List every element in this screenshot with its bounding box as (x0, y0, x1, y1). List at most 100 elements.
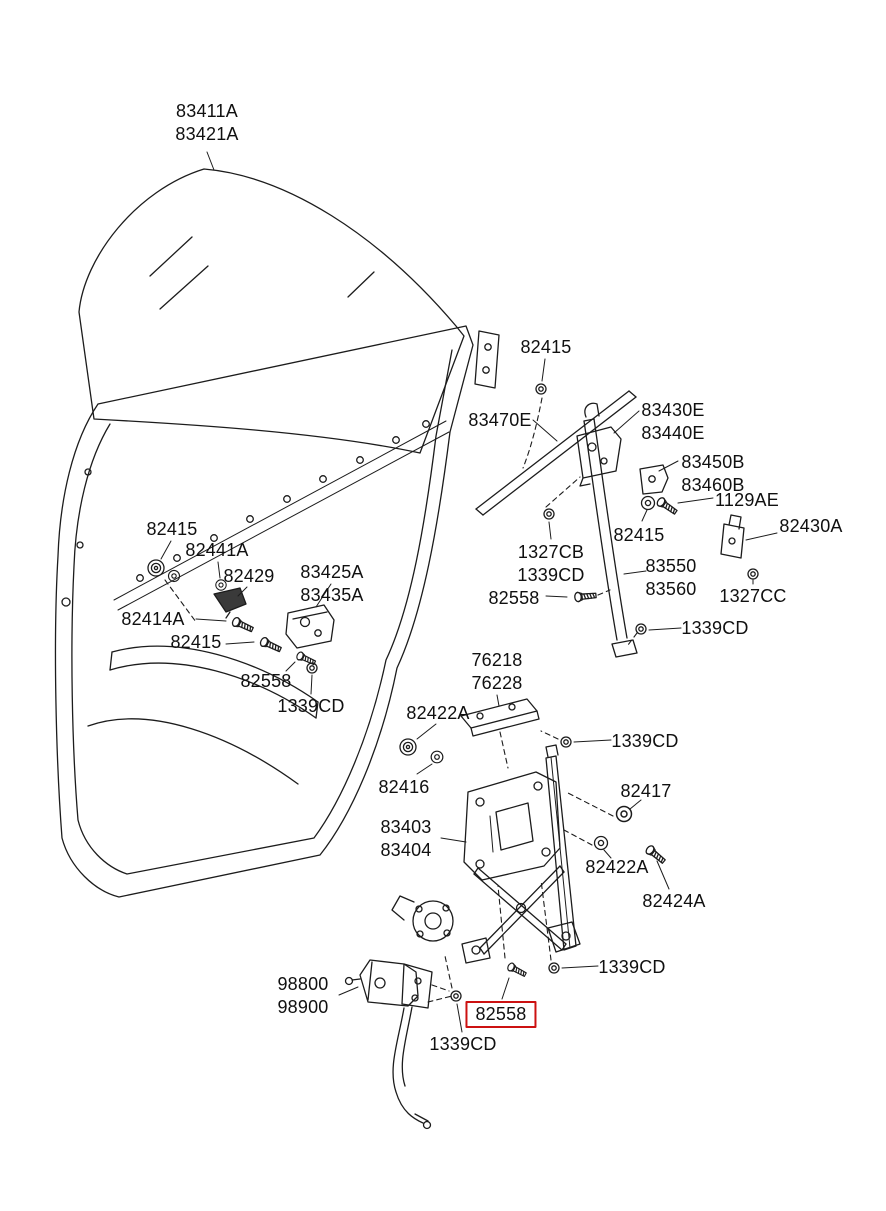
part-label-82430A[interactable]: 82430A (779, 515, 842, 538)
part-number-text: 82415 (613, 525, 665, 545)
nut-1339CD-right (627, 623, 682, 646)
part-label-82417[interactable]: 82417 (620, 780, 671, 803)
bolt-82558-mid-right (545, 589, 611, 603)
part-label-83470E[interactable]: 83470E (468, 409, 531, 432)
part-number-text: 1339CD (429, 1034, 497, 1054)
nut-1327CC (747, 568, 759, 585)
part-label-83403-83404[interactable]: 83403 83404 (380, 816, 431, 862)
bolt-82424A (643, 843, 670, 890)
bolt-82414A (195, 615, 255, 635)
part-label-1339CD[interactable]: 1339CD (429, 1033, 496, 1056)
part-number-text: 82429 (223, 566, 275, 586)
part-number-text: 83404 (380, 840, 432, 860)
part-number-text: 82415 (170, 632, 222, 652)
bolt-82558-highlighted (501, 961, 528, 1000)
bracket-83450B (639, 460, 679, 495)
part-label-82415[interactable]: 82415 (613, 524, 664, 547)
washer-82422A-lower (563, 829, 612, 859)
part-label-83450B-83460B[interactable]: 83450B 83460B (681, 451, 744, 497)
part-label-1129AE[interactable]: 1129AE (715, 489, 779, 512)
part-number-text: 1339CD (598, 957, 666, 977)
part-number-text: 76218 (471, 650, 523, 670)
nut-82415-top (522, 358, 547, 469)
part-number-text: 82558 (240, 671, 292, 691)
part-label-98800-98900[interactable]: 98800 98900 (277, 973, 328, 1019)
part-number-text: 83421A (175, 124, 239, 144)
part-number-text: 83450B (681, 452, 745, 472)
washer-82417 (565, 791, 642, 823)
washer-82441A (215, 561, 227, 591)
bolt-82558-left (285, 650, 318, 672)
washer-82415-right (640, 495, 656, 522)
part-label-1339CD[interactable]: 1339CD (598, 956, 665, 979)
part-label-82415[interactable]: 82415 (170, 631, 221, 654)
part-number-text: 82415 (520, 337, 572, 357)
part-number-text: 83550 (645, 556, 697, 576)
part-number-text: 83560 (645, 579, 697, 599)
part-number-text: 82422A (585, 857, 649, 877)
part-label-82422A[interactable]: 82422A (585, 856, 648, 879)
nut-1339CD-left (306, 662, 318, 695)
grommet-82422A-upper (399, 723, 444, 775)
part-label-82416[interactable]: 82416 (378, 776, 429, 799)
window-glass (78, 151, 465, 454)
channel-rail-83550 (583, 402, 647, 658)
part-label-82558[interactable]: 82558 (240, 670, 291, 693)
part-number-text: 83440E (641, 423, 705, 443)
bolt-82415-lower-left (225, 635, 283, 655)
part-number-text: 83425A (300, 562, 364, 582)
bolt-1129AE (655, 495, 714, 517)
part-number-text: 98800 (277, 974, 329, 994)
part-number-text: 83411A (176, 101, 238, 121)
part-label-1327CC[interactable]: 1327CC (719, 585, 786, 608)
part-label-82558[interactable]: 82558 (488, 587, 539, 610)
part-label-1339CD[interactable]: 1339CD (681, 617, 748, 640)
part-number-text: 98900 (277, 997, 329, 1017)
part-number-text: 1129AE (715, 490, 779, 510)
part-number-text: 82558 (488, 588, 540, 608)
part-number-text: 82417 (620, 781, 672, 801)
part-number-text: 1339CD (277, 696, 345, 716)
hinge-bracket-83425A (285, 583, 335, 649)
part-label-82422A[interactable]: 82422A (406, 702, 469, 725)
window-regulator-83403 (391, 744, 581, 964)
part-number-text: 83435A (300, 585, 364, 605)
part-number-text: 82415 (146, 519, 198, 539)
nut-1339CD-lower-right (548, 962, 599, 974)
part-label-82415[interactable]: 82415 (520, 336, 571, 359)
nut-1339CD-bottom (444, 955, 463, 1033)
part-label-82558[interactable]: 82558 (465, 1001, 537, 1028)
part-label-76218-76228[interactable]: 76218 76228 (471, 649, 522, 695)
part-label-82441A[interactable]: 82441A (185, 539, 248, 562)
part-label-82424A[interactable]: 82424A (642, 890, 705, 913)
part-number-text: 83430E (641, 400, 705, 420)
part-label-83550-83560[interactable]: 83550 83560 (645, 555, 696, 601)
part-label-1339CD[interactable]: 1339CD (611, 730, 678, 753)
part-label-1327CB-1339CD[interactable]: 1327CB 1339CD (517, 541, 584, 587)
part-number-text: 83470E (468, 410, 532, 430)
part-number-text: 83403 (380, 817, 432, 837)
part-number-text: 76228 (471, 673, 523, 693)
part-label-83425A-83435A[interactable]: 83425A 83435A (300, 561, 363, 607)
part-number-text: 1327CB (517, 542, 585, 562)
part-number-text: 1327CC (719, 586, 787, 606)
door-inner-panel (54, 325, 500, 898)
part-label-83430E-83440E[interactable]: 83430E 83440E (641, 399, 704, 445)
nut-1327CB (543, 476, 581, 540)
bracket-83430E (576, 410, 640, 487)
door-latch-actuator-98800 (338, 959, 453, 1130)
glass-run-strip-83470E (475, 390, 637, 516)
part-label-82415[interactable]: 82415 (146, 518, 197, 541)
part-number-text: 82441A (185, 540, 249, 560)
part-number-text: 83460B (681, 475, 745, 495)
part-number-text: 1339CD (517, 565, 585, 585)
part-label-1339CD[interactable]: 1339CD (277, 695, 344, 718)
clip-82429 (213, 586, 248, 619)
part-label-83411A-83421A[interactable]: 83411A 83421A (175, 100, 238, 146)
nut-1339CD-mid (540, 730, 612, 748)
part-label-82429[interactable]: 82429 (223, 565, 274, 588)
part-label-82414A[interactable]: 82414A (121, 608, 184, 631)
